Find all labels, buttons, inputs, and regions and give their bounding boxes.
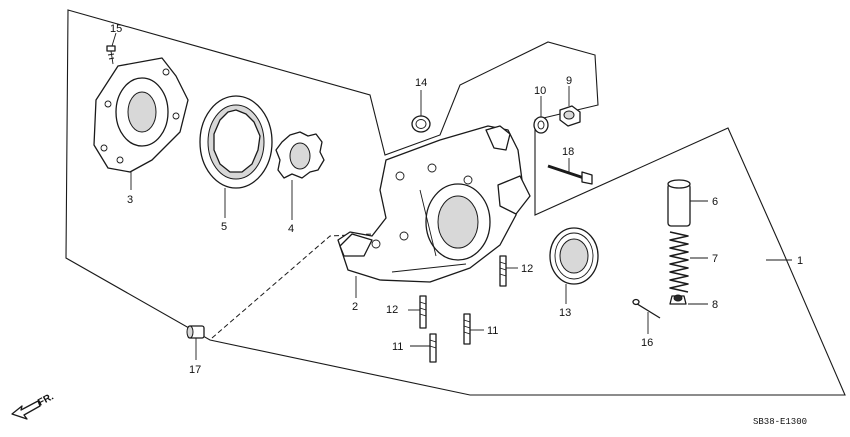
pump-body	[337, 125, 531, 283]
callout-6: 6	[712, 196, 718, 208]
outer-rotor	[199, 95, 273, 189]
dowel-pin	[186, 325, 205, 339]
diagram-code: SB38-E1300	[753, 417, 807, 427]
front-direction-arrow-icon	[11, 400, 41, 420]
pump-bolt	[547, 164, 593, 185]
front-marker: FR.	[36, 391, 56, 408]
dashed-leader-17	[211, 227, 501, 339]
callout-8: 8	[712, 299, 718, 311]
callout-16: 16	[641, 337, 653, 349]
callout-18: 18	[562, 146, 574, 158]
stud-12-upper	[499, 255, 507, 287]
pump-cover-plate	[93, 57, 189, 173]
sealing-washer	[533, 116, 549, 134]
callout-12-lower: 12	[386, 304, 398, 316]
callout-10: 10	[534, 85, 546, 97]
callout-14: 14	[415, 77, 427, 89]
sealing-bolt	[559, 105, 581, 127]
cover-screw	[106, 45, 116, 65]
spring-seat	[669, 294, 687, 305]
stud-11-right	[463, 313, 471, 345]
cotter-pin	[632, 298, 661, 319]
callout-2: 2	[352, 301, 358, 313]
callout-5: 5	[221, 221, 227, 233]
stud-12-lower	[419, 295, 427, 329]
callout-12-upper: 12	[521, 263, 533, 275]
stud-11-left	[429, 333, 437, 363]
callout-15: 15	[110, 23, 122, 35]
o-ring	[411, 115, 431, 133]
callout-17: 17	[189, 364, 201, 376]
callout-11-left: 11	[392, 341, 403, 353]
callout-9: 9	[566, 75, 572, 87]
inner-rotor	[275, 131, 325, 179]
callout-11-right: 11	[487, 325, 498, 337]
relief-spring	[669, 231, 689, 293]
callout-13: 13	[559, 307, 571, 319]
leader-lines	[111, 32, 792, 360]
callout-7: 7	[712, 253, 718, 265]
callout-1: 1	[797, 255, 803, 267]
oil-seal	[549, 227, 599, 285]
callout-4: 4	[288, 223, 294, 235]
callout-3: 3	[127, 194, 133, 206]
relief-valve	[667, 179, 691, 227]
